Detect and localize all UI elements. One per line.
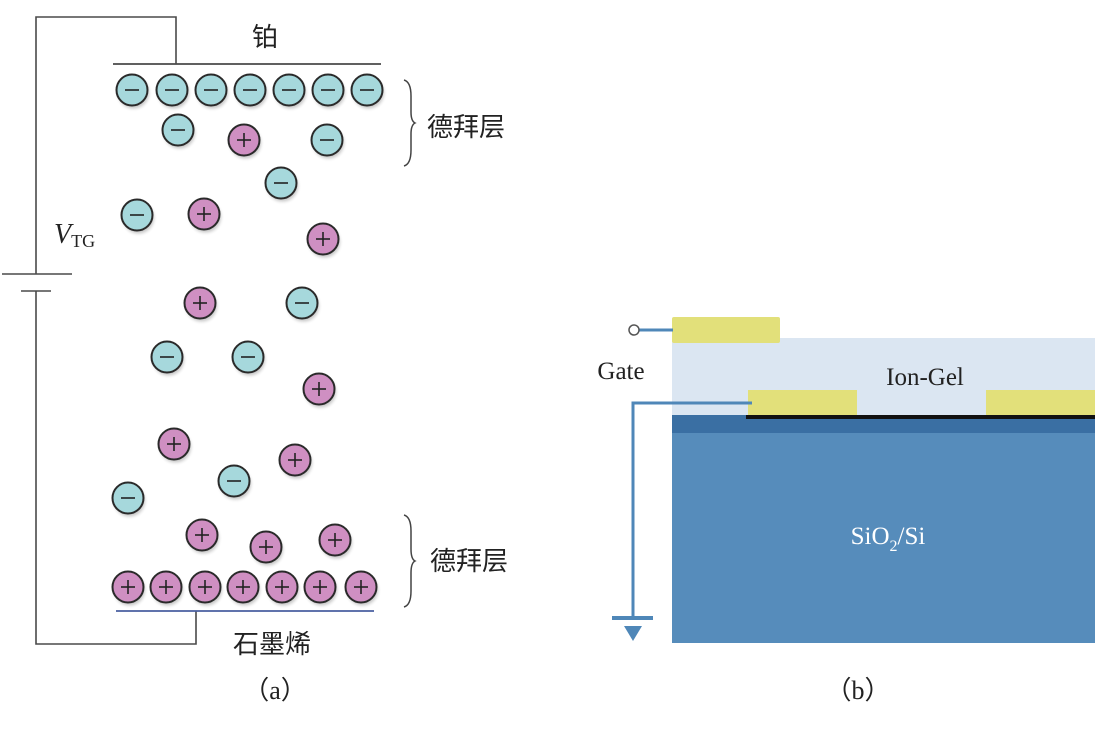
figure-b: Gate Ion-Gel SiO2/Si （b） (597, 317, 1095, 705)
cation-ion (344, 570, 378, 606)
graphene-label: 石墨烯 (233, 630, 311, 660)
graphene-channel (746, 415, 1095, 419)
cation-ion (188, 570, 222, 606)
cation-ion (306, 222, 340, 258)
anion-ion (285, 286, 319, 322)
cation-ion (187, 197, 221, 233)
voltage-label: VTG (54, 219, 95, 251)
anion-ion (120, 198, 154, 234)
circuit-wire-top (35, 16, 177, 274)
substrate-label: SiO2/Si (851, 523, 926, 555)
substrate-label-subscript: 2 (890, 538, 898, 555)
ion-group (111, 73, 384, 606)
source-electrode (748, 390, 857, 415)
debye-layer-top-brace (403, 79, 417, 167)
anion-ion (111, 481, 145, 517)
anion-ion (233, 73, 267, 109)
cation-ion (185, 518, 219, 554)
anion-ion (161, 113, 195, 149)
anion-ion (231, 340, 265, 376)
anion-ion (350, 73, 384, 109)
cation-ion (227, 123, 261, 159)
cation-ion (149, 570, 183, 606)
cation-ion (183, 286, 217, 322)
anion-ion (217, 464, 251, 500)
circuit-wire-bottom (35, 291, 197, 645)
source-ground-wire (631, 401, 752, 620)
cation-ion (303, 570, 337, 606)
anion-ion (115, 73, 149, 109)
oxide-band (672, 415, 1095, 433)
ion-gel-label: Ion-Gel (886, 364, 964, 391)
debye-layer-top-label: 德拜层 (427, 113, 505, 143)
gate-terminal-icon (628, 324, 640, 336)
debye-layer-bottom-brace (403, 514, 417, 608)
figure-a: 铂 石墨烯 VTG 德拜层 德拜层 （a） (2, 16, 508, 705)
anion-ion (150, 340, 184, 376)
anion-ion (155, 73, 189, 109)
cation-ion (302, 372, 336, 408)
caption-b: （b） (825, 676, 890, 705)
substrate-label-tail: /Si (898, 523, 926, 550)
anion-ion (194, 73, 228, 109)
cation-ion (265, 570, 299, 606)
drain-electrode (986, 390, 1095, 415)
cation-ion (226, 570, 260, 606)
substrate-label-main: SiO (851, 523, 890, 550)
substrate-sio2-si (672, 415, 1095, 643)
cation-ion (318, 523, 352, 559)
cation-ion (278, 443, 312, 479)
gate-electrode (672, 317, 780, 343)
voltage-label-subscript: TG (71, 231, 95, 251)
cation-ion (249, 530, 283, 566)
gate-label: Gate (597, 358, 644, 385)
cation-ion (111, 570, 145, 606)
anion-ion (311, 73, 345, 109)
anion-ion (264, 166, 298, 202)
ground-icon (624, 626, 642, 641)
voltage-label-main: V (54, 219, 74, 250)
anion-ion (272, 73, 306, 109)
caption-a: （a） (243, 676, 307, 705)
cation-ion (157, 427, 191, 463)
debye-layer-bottom-label: 德拜层 (430, 547, 508, 577)
anion-ion (310, 123, 344, 159)
platinum-label: 铂 (252, 23, 278, 53)
